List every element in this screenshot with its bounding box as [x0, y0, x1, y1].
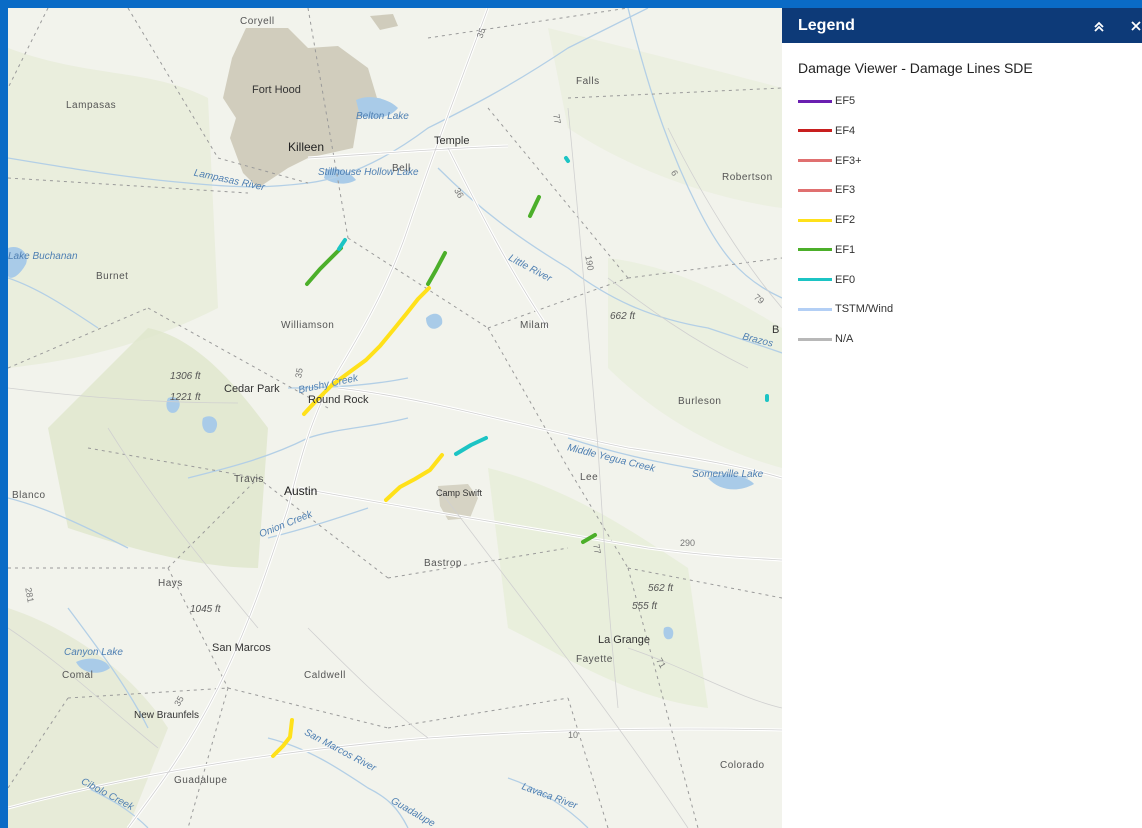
map-label-austin: Austin	[284, 484, 318, 498]
map-label-temple: Temple	[434, 135, 470, 147]
fort-hood-area	[223, 28, 380, 188]
damage-track-ef2[interactable]	[271, 718, 294, 758]
map-label-robertson: Robertson	[722, 172, 773, 183]
map-label-colorado: Colorado	[720, 760, 765, 771]
map-label-round-rock: Round Rock	[308, 394, 369, 406]
legend-swatch	[798, 337, 832, 341]
map-label-hays: Hays	[158, 578, 183, 589]
map-label-san-marcos: San Marcos	[212, 642, 271, 654]
map-label-new-braunfels: New Braunfels	[134, 710, 200, 721]
damage-track-ef0[interactable]	[564, 156, 570, 163]
map-label-coryell: Coryell	[240, 16, 275, 27]
damage-track-ef1[interactable]	[426, 251, 447, 286]
county-lines	[8, 8, 782, 828]
map-label-elev-562: 562 ft	[648, 583, 674, 594]
map-label-elev-1306: 1306 ft	[170, 371, 201, 382]
map-label-elev-662: 662 ft	[610, 311, 636, 322]
coryell-area	[370, 14, 398, 30]
legend-swatch	[798, 248, 832, 252]
map-label-comal: Comal	[62, 670, 94, 681]
water-bodies	[8, 97, 754, 673]
legend-item: EF1	[798, 243, 855, 257]
map-label-somerville: Somerville Lake	[692, 469, 764, 480]
legend-item: EF3	[798, 183, 855, 197]
legend-layer-title: Damage Viewer - Damage Lines SDE	[798, 60, 1033, 76]
legend-item: EF0	[798, 273, 855, 287]
legend-title: Legend	[798, 16, 855, 34]
map-label-elev-555: 555 ft	[632, 601, 658, 612]
map-label-burnet: Burnet	[96, 271, 129, 282]
damage-track-ef2[interactable]	[302, 286, 431, 416]
map-label-stillhouse: Stillhouse Hollow Lake	[318, 167, 419, 178]
map-label-canyon-lake: Canyon Lake	[64, 647, 123, 658]
highway-77-label: 77	[551, 113, 563, 125]
map-label-lake-buchanan: Lake Buchanan	[8, 251, 78, 262]
damage-track-ef1[interactable]	[305, 246, 343, 286]
roads-outline	[8, 8, 782, 828]
map-label-elev-1221: 1221 ft	[170, 392, 201, 403]
map-label-lee: Lee	[580, 472, 599, 483]
map-view[interactable]: Coryell Fort Hood Lampasas Belton Lake K…	[8, 8, 782, 828]
legend-item: EF2	[798, 213, 855, 227]
map-label-caldwell: Caldwell	[304, 670, 346, 681]
close-icon[interactable]	[1130, 16, 1142, 38]
double-chevron-up-icon[interactable]	[1092, 16, 1106, 38]
map-label-camp-swift: Camp Swift	[436, 488, 483, 498]
highway-35-label: 35	[293, 367, 305, 379]
basemap-svg	[8, 8, 782, 828]
legend-item: EF5	[798, 94, 855, 108]
legend-item: N/A	[798, 332, 853, 346]
damage-tracks-layer	[271, 156, 769, 758]
legend-panel: Legend Damage Viewer - Damage Lines SDE …	[782, 8, 1142, 828]
highway-77-label: 77	[591, 543, 603, 555]
legend-item: TSTM/Wind	[798, 302, 893, 316]
camp-swift-area	[438, 484, 478, 520]
damage-track-ef2[interactable]	[384, 453, 444, 502]
map-label-blanco: Blanco	[12, 490, 46, 501]
legend-swatch	[798, 307, 832, 311]
legend-item-label: EF0	[835, 273, 856, 286]
map-label-cedar-park: Cedar Park	[224, 383, 280, 395]
legend-item-label: EF2	[835, 214, 856, 226]
legend-swatch	[798, 278, 832, 281]
map-label-belton-lake: Belton Lake	[356, 111, 409, 122]
legend-item-label: EF3	[835, 184, 856, 197]
damage-track-ef0[interactable]	[337, 238, 347, 251]
map-label-b: B	[772, 324, 780, 336]
legend-swatch	[798, 218, 832, 222]
legend-swatch	[798, 188, 832, 192]
damage-track-ef1[interactable]	[581, 533, 597, 544]
map-label-guadalupe: Guadalupe	[174, 775, 228, 786]
legend-swatch	[798, 129, 832, 133]
damage-track-ef0[interactable]	[454, 436, 488, 456]
legend-item-label: EF1	[835, 243, 856, 256]
map-label-elev-1045: 1045 ft	[190, 604, 221, 615]
map-label-travis: Travis	[234, 474, 264, 485]
terrain-shading	[8, 8, 782, 828]
highway-290-label: 290	[680, 538, 696, 548]
map-label-bell: Bell	[392, 163, 411, 174]
highway-10-label: 10	[568, 730, 579, 740]
map-label-fort-hood: Fort Hood	[252, 84, 301, 96]
map-label-falls: Falls	[576, 76, 600, 87]
map-label-burleson: Burleson	[678, 396, 722, 407]
map-label-lampasas: Lampasas	[66, 100, 117, 111]
legend-item-label: EF4	[835, 124, 856, 137]
legend-item-label: EF5	[835, 95, 856, 107]
map-label-bastrop: Bastrop	[424, 558, 462, 569]
legend-item-label: TSTM/Wind	[835, 303, 894, 316]
legend-swatch	[798, 159, 832, 162]
map-label-fayette: Fayette	[576, 654, 613, 665]
damage-track-ef1[interactable]	[528, 195, 541, 218]
legend-swatch	[798, 99, 832, 103]
map-label-williamson: Williamson	[281, 320, 335, 331]
map-label-killeen: Killeen	[288, 140, 325, 154]
map-label-la-grange: La Grange	[598, 634, 650, 646]
legend-header: Legend	[782, 8, 1142, 43]
legend-item-label: N/A	[835, 333, 854, 345]
legend-item-label: EF3+	[835, 154, 862, 167]
map-label-milam: Milam	[520, 320, 550, 331]
legend-item: EF3+	[798, 154, 862, 168]
legend-item: EF4	[798, 124, 855, 138]
